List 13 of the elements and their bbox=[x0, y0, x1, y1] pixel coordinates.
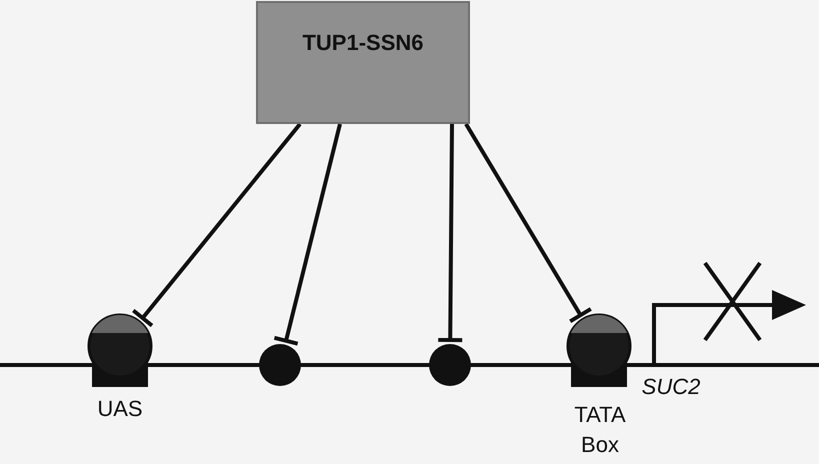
complex-name: TUP1-SSN6 bbox=[302, 30, 424, 56]
element-label: TATA Box bbox=[573, 401, 627, 459]
nucleosome-circle bbox=[428, 343, 472, 387]
nucleosome-symbol bbox=[566, 313, 632, 387]
inhibition-line bbox=[464, 122, 593, 324]
inhibition-line bbox=[272, 124, 342, 346]
nucleosome-circle bbox=[258, 343, 302, 387]
element-label: UAS bbox=[96, 395, 144, 423]
gene-name: SUC2 bbox=[640, 373, 702, 401]
inhibition-line bbox=[131, 122, 302, 328]
inhibition-line bbox=[436, 124, 464, 342]
protein-complex-box bbox=[256, 1, 470, 124]
nucleosome-symbol bbox=[87, 313, 153, 387]
